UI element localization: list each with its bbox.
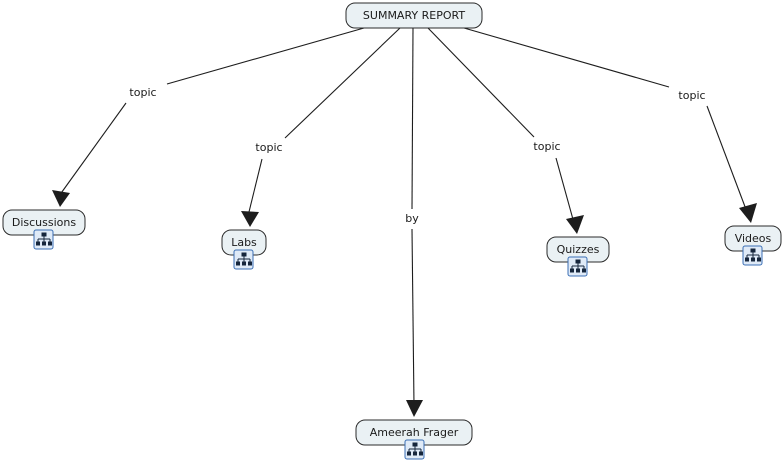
hierarchy-tree-icon-root bbox=[750, 248, 756, 253]
hierarchy-tree-icon-leaf-left bbox=[745, 257, 749, 262]
edge-ameerah-frager-upper-segment bbox=[411, 27, 414, 210]
hierarchy-tree-icon-connectors bbox=[408, 446, 422, 452]
hierarchy-tree-icon-leaf-center bbox=[242, 261, 246, 266]
node-quizzes-label: Quizzes bbox=[557, 243, 600, 256]
edge-discussions-arrowhead bbox=[52, 190, 70, 207]
node-summary-report[interactable]: SUMMARY REPORT bbox=[345, 2, 483, 29]
edge-labs-label: topic bbox=[255, 141, 282, 154]
node-labs-label: Labs bbox=[231, 236, 257, 249]
hierarchy-tree-icon-connectors bbox=[746, 252, 760, 258]
edge-videos-upper-segment bbox=[463, 27, 670, 88]
node-labs[interactable]: Labs bbox=[221, 229, 267, 270]
edge-videos-label: topic bbox=[678, 89, 705, 102]
node-quizzes[interactable]: Quizzes bbox=[546, 236, 610, 277]
hierarchy-tree-icon-root bbox=[241, 252, 247, 257]
node-discussions-label: Discussions bbox=[12, 216, 76, 229]
node-discussions[interactable]: Discussions bbox=[2, 209, 86, 250]
hierarchy-tree-icon[interactable] bbox=[567, 256, 588, 277]
edge-quizzes-upper-segment bbox=[427, 27, 535, 138]
edge-ameerah-frager-lower-segment bbox=[411, 228, 415, 407]
hierarchy-tree-icon[interactable] bbox=[233, 249, 254, 270]
hierarchy-tree-icon-leaf-center bbox=[42, 241, 46, 246]
hierarchy-tree-icon-leaf-right bbox=[48, 241, 52, 246]
hierarchy-tree-icon-connectors bbox=[37, 236, 51, 242]
hierarchy-tree-icon-leaf-left bbox=[407, 451, 411, 456]
edge-discussions-upper-segment bbox=[166, 27, 365, 85]
edge-discussions[interactable]: topic bbox=[52, 27, 365, 207]
edge-discussions-label: topic bbox=[129, 86, 156, 99]
hierarchy-tree-icon-root bbox=[575, 259, 581, 264]
edge-labs-lower-segment bbox=[247, 158, 263, 217]
hierarchy-tree-icon-leaf-left bbox=[570, 268, 574, 273]
hierarchy-tree-icon-root bbox=[412, 442, 418, 447]
hierarchy-tree-icon-connectors bbox=[237, 256, 251, 262]
hierarchy-tree-icon-leaf-right bbox=[757, 257, 761, 262]
node-summary-report-box bbox=[345, 2, 483, 29]
hierarchy-tree-icon-leaf-left bbox=[236, 261, 240, 266]
edge-ameerah-frager-label: by bbox=[405, 212, 419, 225]
edge-labs-arrowhead bbox=[241, 211, 259, 227]
edge-videos-lower-segment bbox=[706, 105, 748, 213]
hierarchy-tree-icon-leaf-center bbox=[751, 257, 755, 262]
hierarchy-tree-icon[interactable] bbox=[33, 229, 54, 250]
edge-ameerah-frager-arrowhead bbox=[406, 400, 423, 417]
hierarchy-tree-icon-leaf-right bbox=[419, 451, 423, 456]
edge-videos-arrowhead bbox=[739, 203, 757, 223]
hierarchy-tree-icon-connectors bbox=[571, 263, 585, 269]
node-videos-label: Videos bbox=[735, 232, 772, 245]
edge-ameerah-frager[interactable]: by bbox=[405, 27, 423, 417]
edge-labs-upper-segment bbox=[284, 27, 401, 139]
hierarchy-tree-icon[interactable] bbox=[742, 245, 763, 266]
edge-quizzes-label: topic bbox=[533, 140, 560, 153]
edge-quizzes[interactable]: topic bbox=[427, 27, 584, 234]
edge-quizzes-arrowhead bbox=[566, 215, 584, 234]
hierarchy-tree-icon-leaf-right bbox=[582, 268, 586, 273]
hierarchy-tree-icon-root bbox=[41, 232, 47, 237]
edge-discussions-lower-segment bbox=[58, 102, 127, 197]
node-summary-report-label: SUMMARY REPORT bbox=[363, 9, 465, 22]
hierarchy-tree-icon-leaf-left bbox=[36, 241, 40, 246]
edge-quizzes-lower-segment bbox=[555, 157, 575, 224]
hierarchy-tree-icon-leaf-center bbox=[576, 268, 580, 273]
node-ameerah-frager-label: Ameerah Frager bbox=[370, 426, 459, 439]
hierarchy-tree-icon-leaf-center bbox=[413, 451, 417, 456]
node-videos[interactable]: Videos bbox=[724, 225, 782, 266]
edge-group: topic topic by topic bbox=[52, 27, 757, 417]
node-ameerah-frager[interactable]: Ameerah Frager bbox=[355, 419, 473, 460]
hierarchy-tree-icon[interactable] bbox=[404, 439, 425, 460]
edge-videos[interactable]: topic bbox=[463, 27, 757, 223]
edge-labs[interactable]: topic bbox=[241, 27, 401, 227]
hierarchy-tree-icon-leaf-right bbox=[248, 261, 252, 266]
